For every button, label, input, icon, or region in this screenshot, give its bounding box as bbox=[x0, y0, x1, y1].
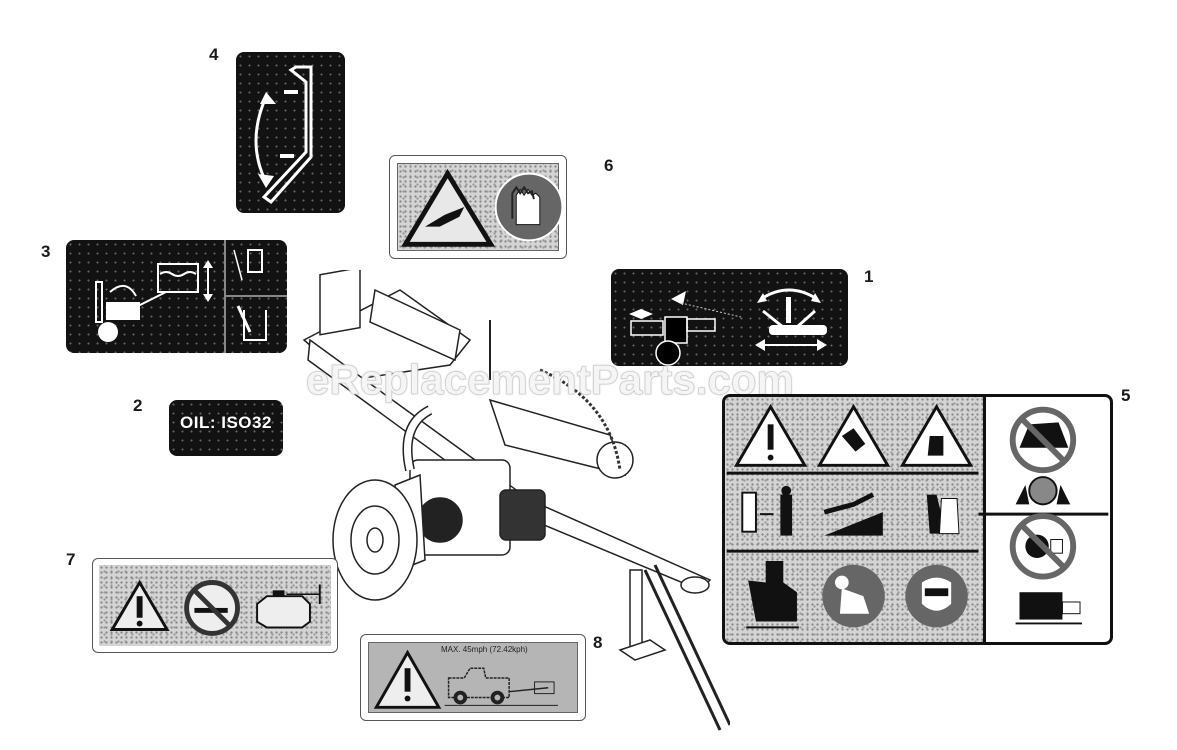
callout-7: 7 bbox=[66, 550, 76, 569]
decal-1-controls[interactable] bbox=[611, 269, 848, 366]
beam-rotate-icon bbox=[254, 65, 313, 205]
log-splitter-illustration bbox=[302, 270, 730, 731]
safety-pictograms bbox=[726, 403, 1109, 629]
oil-type-label: OIL: ISO32 bbox=[180, 413, 272, 432]
callout-2: 2 bbox=[133, 396, 143, 415]
decal-4-beam-position[interactable] bbox=[236, 52, 345, 213]
control-lever-icon bbox=[629, 288, 827, 366]
watermark: eReplacementParts.com bbox=[306, 356, 794, 404]
callout-1: 1 bbox=[864, 267, 874, 286]
fuel-warning-icons bbox=[109, 579, 321, 636]
towing-warning-icons bbox=[373, 649, 558, 709]
callout-4: 4 bbox=[209, 45, 219, 64]
crush-hazard-icon bbox=[401, 168, 564, 247]
decal-3-oil-level[interactable] bbox=[66, 240, 287, 353]
callout-3: 3 bbox=[41, 242, 51, 261]
decal-6-crush-gloves[interactable] bbox=[389, 155, 567, 259]
callout-6: 6 bbox=[604, 156, 614, 175]
decal-7-fuel-no-smoking[interactable] bbox=[92, 558, 338, 653]
decal-2-oil-type[interactable]: OIL: ISO32 bbox=[169, 400, 283, 456]
callout-5: 5 bbox=[1121, 386, 1131, 405]
oil-level-icon bbox=[95, 240, 287, 353]
decal-8-towing-speed[interactable]: MAX. 45mph (72.42kph) bbox=[360, 634, 586, 721]
max-speed-label: MAX. 45mph (72.42kph) bbox=[441, 645, 528, 654]
decal-5-safety-warnings[interactable] bbox=[722, 394, 1113, 645]
callout-8: 8 bbox=[593, 633, 603, 652]
